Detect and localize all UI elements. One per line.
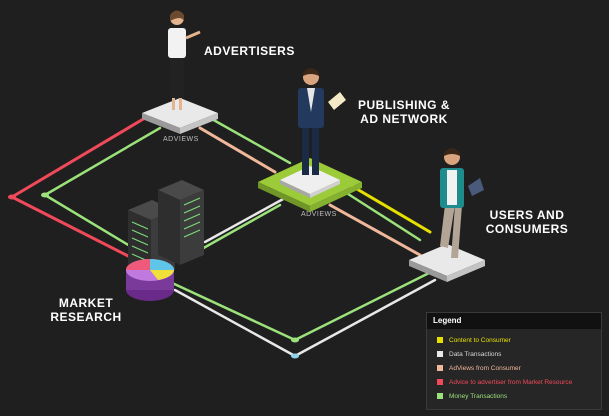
pie-chart-icon <box>126 259 174 301</box>
legend-item: Content to Consumer <box>437 335 511 345</box>
advertisers-platform <box>142 98 218 134</box>
data-line-pub-market <box>203 196 287 244</box>
legend-item: Advice to advertiser from Market Resourc… <box>437 377 572 387</box>
adviews-line-adv-pub <box>198 126 277 174</box>
money-line-pub-market <box>198 203 282 252</box>
legend-swatch <box>437 379 443 385</box>
legend-item: Money Transactions <box>437 391 507 401</box>
legend-swatch <box>437 365 443 371</box>
advertiser-person-icon <box>168 10 201 110</box>
junction-dot <box>8 194 16 200</box>
publishing-label-line2: AD NETWORK <box>360 112 448 126</box>
users-label: USERS AND CONSUMERS <box>484 208 570 236</box>
publishing-chip <box>258 158 362 212</box>
legend-title: Legend <box>427 313 601 329</box>
advertisers-label: ADVERTISERS <box>204 44 295 58</box>
market-label-line1: MARKET <box>58 296 114 310</box>
legend-item-label: Money Transactions <box>449 392 508 400</box>
market-label: MARKET RESEARCH <box>48 296 124 324</box>
money-line-adv-pub <box>208 116 292 165</box>
market-label-line2: RESEARCH <box>50 310 122 324</box>
users-label-line1: USERS AND <box>489 208 565 222</box>
junction-dot <box>291 353 299 359</box>
junction-dot <box>291 337 299 343</box>
legend-item-label: AdViews from Consumer <box>449 364 521 372</box>
consumer-person-icon <box>440 148 484 258</box>
content-line <box>343 180 432 234</box>
money-line-market-users <box>168 263 447 342</box>
money-line-pub-users <box>343 190 422 242</box>
advertisers-sublabel: ADVIEWS <box>163 136 199 143</box>
legend-swatch <box>437 337 443 343</box>
junction-dot <box>41 192 49 198</box>
junction-dots <box>8 192 299 359</box>
users-platform <box>409 244 485 282</box>
legend-item: AdViews from Consumer <box>437 363 521 373</box>
publisher-person-icon <box>298 68 346 175</box>
data-line-market-users <box>173 278 437 358</box>
adviews-line-pub-users <box>328 203 422 257</box>
legend-item-label: Data Transactions <box>449 350 502 358</box>
legend-swatch <box>437 393 443 399</box>
publishing-label: PUBLISHING & AD NETWORK <box>356 98 452 126</box>
users-label-line2: CONSUMERS <box>485 222 569 236</box>
legend-swatch <box>437 351 443 357</box>
legend-item: Data Transactions <box>437 349 501 359</box>
legend: Legend Content to Consumer Data Transact… <box>426 312 602 410</box>
legend-item-label: Content to Consumer <box>449 336 511 344</box>
publishing-sublabel: ADVIEWS <box>301 211 337 218</box>
publishing-label-line1: PUBLISHING & <box>357 98 450 112</box>
legend-item-label: Advice to advertiser from Market Resourc… <box>449 378 573 386</box>
